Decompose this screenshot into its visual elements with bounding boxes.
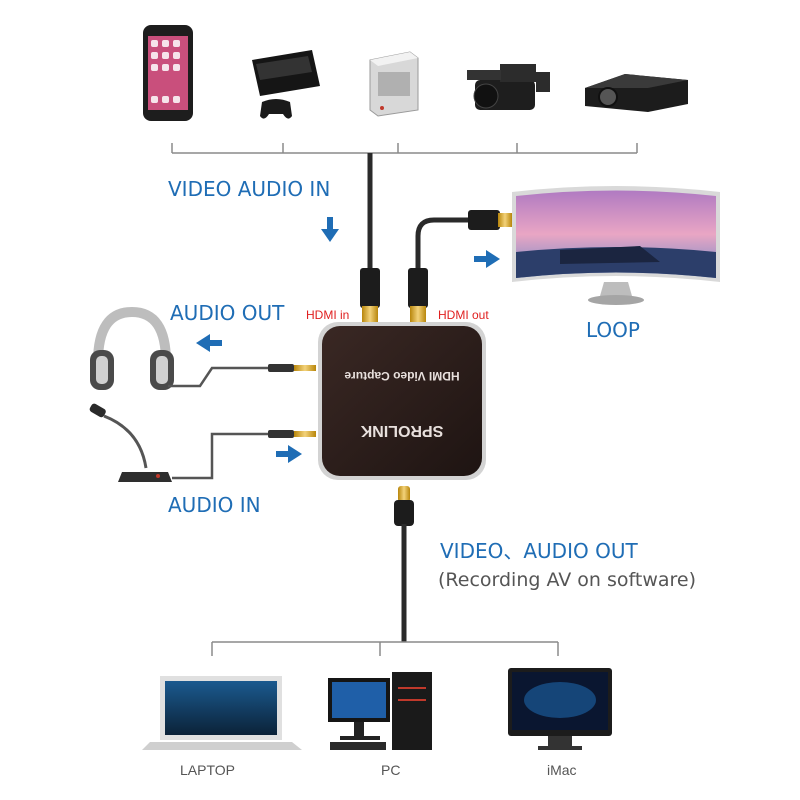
laptop-icon xyxy=(142,676,302,750)
monitor-icon xyxy=(512,186,720,305)
projector-icon xyxy=(585,74,688,112)
audio-out-cable xyxy=(168,364,316,388)
label-imac: iMac xyxy=(547,762,577,778)
label-video-audio-out: VIDEO、AUDIO OUT xyxy=(440,539,638,563)
headphones-icon xyxy=(90,306,174,390)
microphone-icon xyxy=(89,403,172,482)
label-audio-out: AUDIO OUT xyxy=(170,301,285,325)
imac-icon xyxy=(508,668,612,750)
arrow-right-loop-icon xyxy=(474,250,500,268)
label-recording-note: (Recording AV on software) xyxy=(438,569,697,591)
label-loop: LOOP xyxy=(586,318,640,342)
pc-icon xyxy=(328,672,432,750)
camcorder-icon xyxy=(467,64,550,110)
label-audio-in: AUDIO IN xyxy=(168,493,261,517)
label-laptop: LAPTOP xyxy=(180,762,235,778)
set-top-box-icon xyxy=(369,51,419,117)
audio-in-cable xyxy=(172,430,316,480)
hdmi-out-cable xyxy=(408,210,512,322)
source-bracket xyxy=(171,143,638,154)
label-hdmi-in: HDMI in xyxy=(306,308,350,322)
output-bracket xyxy=(211,641,559,656)
label-pc: PC xyxy=(381,762,401,778)
arrow-down-icon xyxy=(321,217,339,242)
label-hdmi-out: HDMI out xyxy=(438,308,489,322)
usb-output-cable xyxy=(394,486,414,642)
game-console-icon xyxy=(252,50,320,119)
device-product-name: HDMI Video Capture xyxy=(344,369,459,383)
hdmi-in-cable xyxy=(360,153,380,322)
device-brand: SPROLINK xyxy=(360,422,443,439)
smartphone-icon xyxy=(143,25,193,121)
capture-device: HDMI Video Capture SPROLINK xyxy=(318,322,486,480)
label-video-audio-in: VIDEO AUDIO IN xyxy=(168,177,331,201)
arrow-left-audio-out-icon xyxy=(196,334,222,352)
arrow-right-audio-in-icon xyxy=(276,445,302,463)
